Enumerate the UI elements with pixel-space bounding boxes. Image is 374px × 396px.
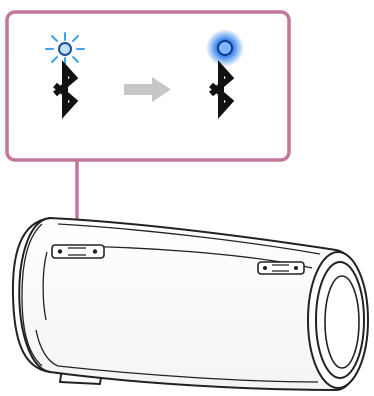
cylindrical-speaker-icon — [11, 217, 369, 391]
bluetooth-icon — [53, 60, 79, 119]
arrow-right-icon — [124, 77, 171, 102]
bluetooth-icon — [209, 60, 235, 119]
lit-indicator-icon — [206, 29, 244, 67]
blinking-indicator-icon — [45, 32, 85, 66]
